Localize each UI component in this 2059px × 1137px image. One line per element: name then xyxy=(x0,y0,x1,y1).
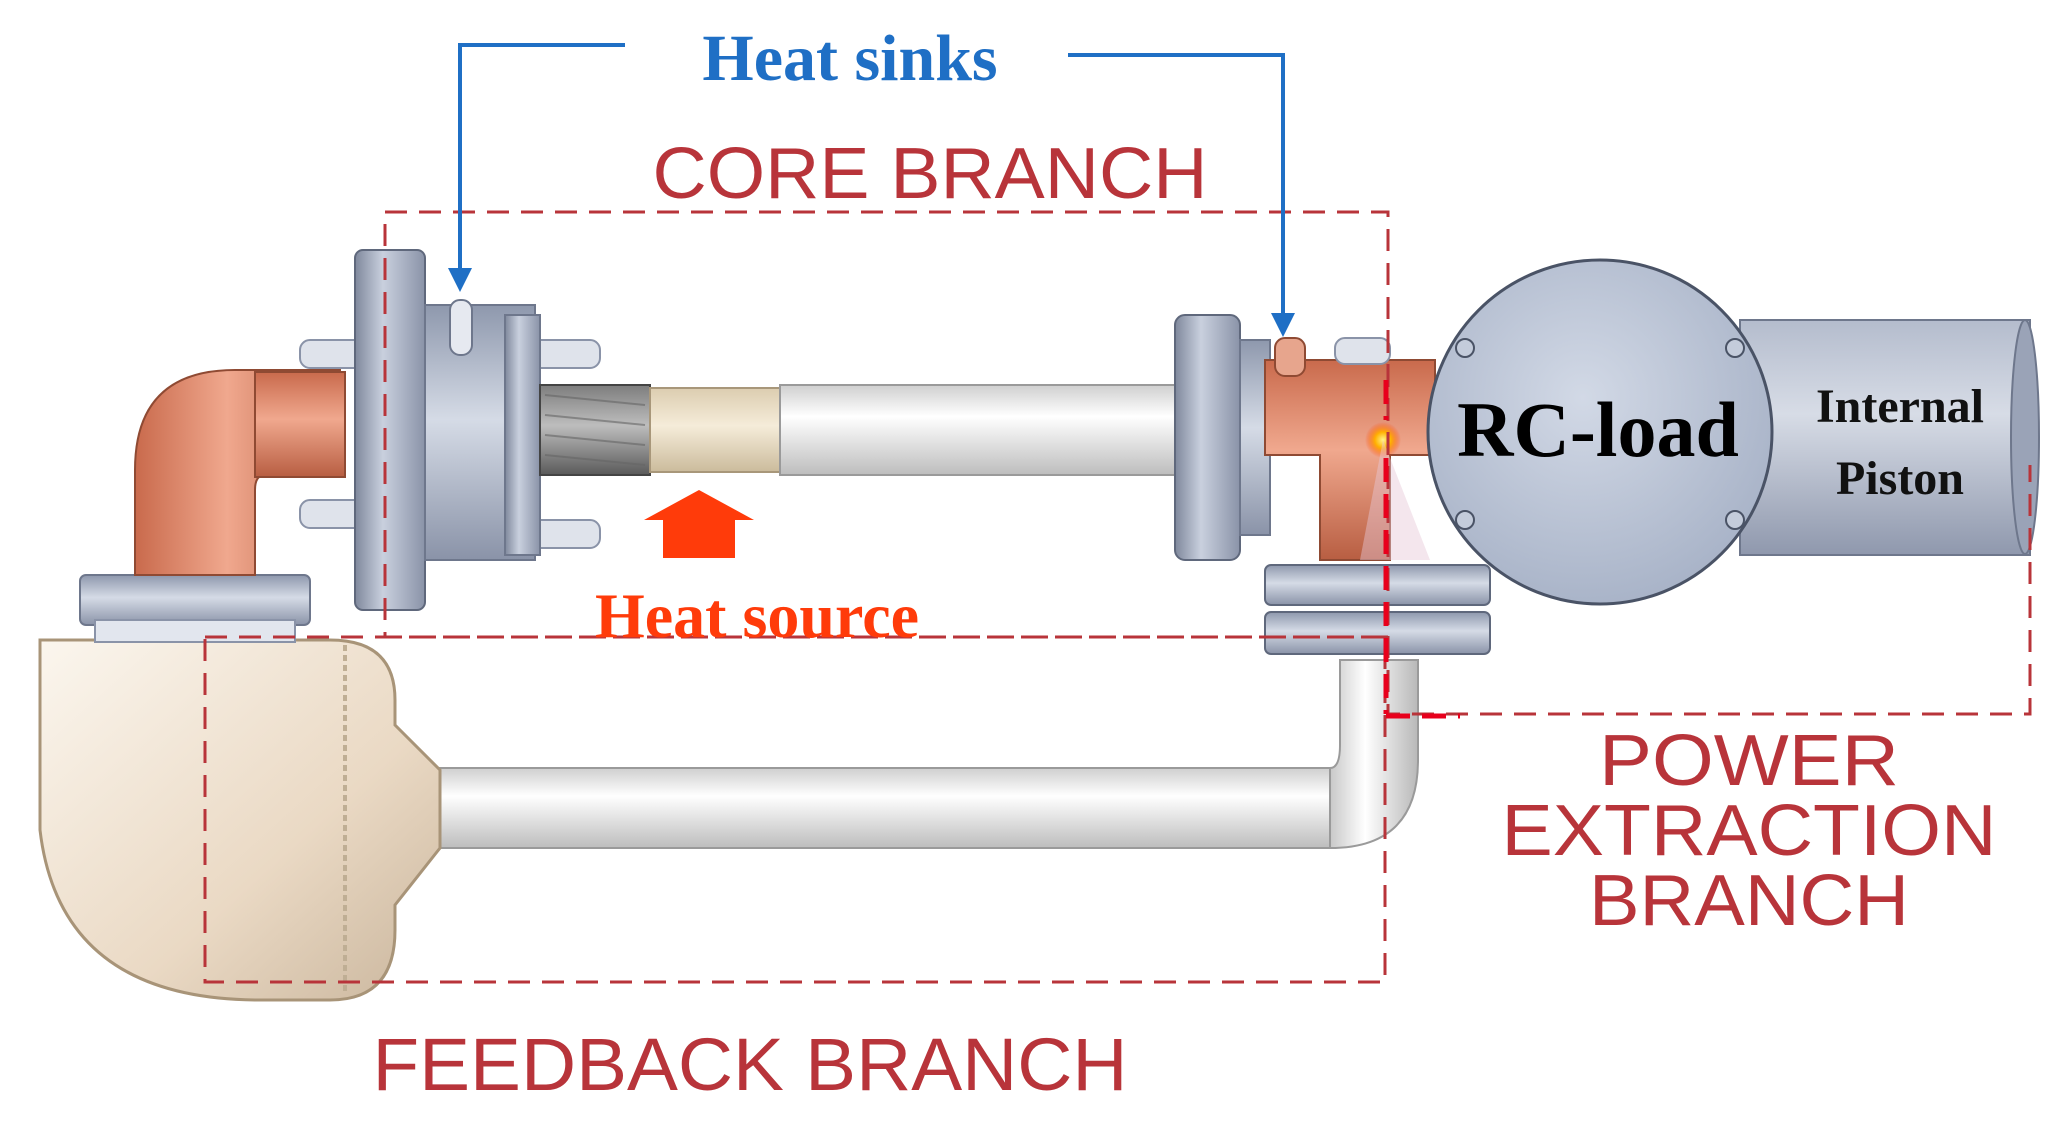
power-extraction-outline xyxy=(1386,330,2032,716)
heat-sink-right-leader xyxy=(1068,53,1285,315)
rc-load-disc xyxy=(1426,258,1774,606)
feedback-branch-outline xyxy=(203,635,1387,984)
regenerator-mesh xyxy=(544,394,646,466)
left-flange-inner xyxy=(504,314,541,556)
power-extraction-accent xyxy=(1383,380,1460,719)
internal-piston-label-line2: Piston xyxy=(1836,452,1964,505)
arrow-down-icon xyxy=(1271,313,1295,337)
feedback-branch-label: FEEDBACK BRANCH xyxy=(373,1023,1128,1106)
heat-sinks-callout xyxy=(458,43,1285,315)
power-extraction-label-line3: BRANCH xyxy=(1589,861,1909,941)
left-copper-collar xyxy=(254,371,346,478)
power-extraction-label-line2: EXTRACTION xyxy=(1502,791,1997,871)
core-branch-label: CORE BRANCH xyxy=(653,134,1208,214)
right-heat-sink-fitting xyxy=(1274,337,1306,377)
heat-sinks-label: Heat sinks xyxy=(702,22,997,95)
core-tube xyxy=(779,384,1181,476)
internal-piston-label-line1: Internal xyxy=(1816,380,1984,433)
power-flange-bottom xyxy=(1264,611,1491,655)
chamber-flange-ring xyxy=(94,619,296,643)
power-extraction-label-line1: POWER xyxy=(1599,721,1899,801)
heat-sink-left-leader xyxy=(458,43,625,270)
right-flange-outer xyxy=(1174,314,1241,561)
glow-dot-icon xyxy=(1365,422,1401,458)
core-branch-hardware xyxy=(134,249,1491,655)
left-flange-outer xyxy=(354,249,426,611)
feedback-elbow-tube xyxy=(1329,659,1419,850)
arrow-up-icon xyxy=(644,490,754,558)
power-extraction-hardware xyxy=(1360,258,2040,606)
left-heat-sink-fitting xyxy=(449,299,473,356)
glow-cone xyxy=(1360,440,1430,560)
heater-element xyxy=(649,387,781,473)
rc-load-bolt-3 xyxy=(1455,510,1475,530)
feedback-branch-hardware xyxy=(38,574,1419,1002)
chamber-flange xyxy=(79,574,311,626)
power-flange-top xyxy=(1264,564,1491,606)
feedback-chamber xyxy=(38,638,442,1002)
rc-load-bolt-4 xyxy=(1725,510,1745,530)
heat-source-label: Heat source xyxy=(595,580,919,651)
rc-load-bolt-2 xyxy=(1725,338,1745,358)
branch-outlines xyxy=(203,210,2032,984)
piston-end-cap xyxy=(2010,319,2040,555)
arrow-down-icon xyxy=(448,268,472,292)
internal-piston-cylinder xyxy=(1739,319,2031,556)
right-clamp-top xyxy=(1334,337,1391,365)
rc-load-label: RC-load xyxy=(1457,386,1739,473)
rc-load-bolt-1 xyxy=(1455,338,1475,358)
feedback-tube xyxy=(419,767,1331,849)
regenerator-stack xyxy=(539,384,651,476)
